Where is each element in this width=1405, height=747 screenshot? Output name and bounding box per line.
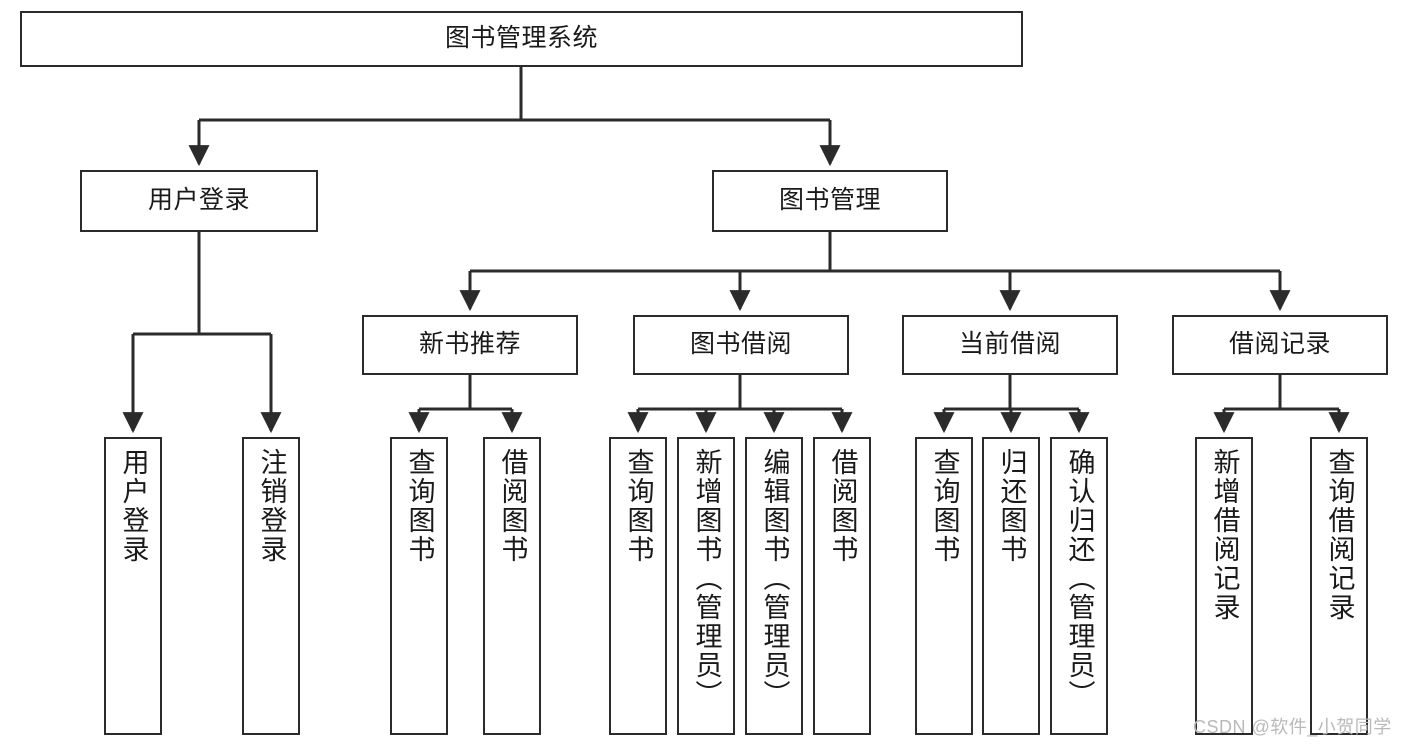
node-label: 查询借阅记录 xyxy=(1324,448,1355,622)
node-label: 当前借阅 xyxy=(958,330,1061,359)
node-book-management[interactable]: 图书管理 xyxy=(712,170,948,232)
node-label: 用户登录 xyxy=(147,186,250,215)
node-label: 注销登录 xyxy=(256,448,287,564)
leaf-current-borrow-confirm-return[interactable]: 确认归还（管理员） xyxy=(1050,437,1108,735)
node-label: 确认归还（管理员） xyxy=(1064,448,1095,709)
node-user-login[interactable]: 用户登录 xyxy=(80,170,318,232)
leaf-new-book-query[interactable]: 查询图书 xyxy=(390,437,448,735)
node-label: 新增图书（管理员） xyxy=(691,448,722,709)
leaf-borrow-record-query[interactable]: 查询借阅记录 xyxy=(1310,437,1368,735)
leaf-user-login-login[interactable]: 用户登录 xyxy=(104,437,162,735)
node-label: 借阅记录 xyxy=(1228,330,1331,359)
node-current-borrow[interactable]: 当前借阅 xyxy=(902,315,1118,375)
leaf-current-borrow-query[interactable]: 查询图书 xyxy=(915,437,973,735)
leaf-new-book-borrow[interactable]: 借阅图书 xyxy=(483,437,541,735)
node-book-borrow[interactable]: 图书借阅 xyxy=(633,315,849,375)
node-label: 查询图书 xyxy=(623,448,654,564)
node-root-book-management-system[interactable]: 图书管理系统 xyxy=(20,11,1023,67)
leaf-book-borrow-borrow[interactable]: 借阅图书 xyxy=(813,437,871,735)
leaf-book-borrow-query[interactable]: 查询图书 xyxy=(609,437,667,735)
node-label: 借阅图书 xyxy=(827,448,858,564)
node-new-book-recommend[interactable]: 新书推荐 xyxy=(362,315,578,375)
node-label: 用户登录 xyxy=(118,448,149,564)
leaf-user-login-logout[interactable]: 注销登录 xyxy=(242,437,300,735)
node-label: 编辑图书（管理员） xyxy=(759,448,790,709)
node-label: 新书推荐 xyxy=(418,330,521,359)
leaf-current-borrow-return[interactable]: 归还图书 xyxy=(982,437,1040,735)
node-label: 查询图书 xyxy=(929,448,960,564)
node-label: 图书借阅 xyxy=(689,330,792,359)
node-label: 归还图书 xyxy=(996,448,1027,564)
node-label: 新增借阅记录 xyxy=(1209,448,1240,622)
leaf-book-borrow-edit[interactable]: 编辑图书（管理员） xyxy=(745,437,803,735)
node-label: 图书管理 xyxy=(778,186,881,215)
leaf-book-borrow-add[interactable]: 新增图书（管理员） xyxy=(677,437,735,735)
node-borrow-record[interactable]: 借阅记录 xyxy=(1172,315,1388,375)
watermark: CSDN @软件_小贺同学 xyxy=(1193,717,1392,737)
node-label: 图书管理系统 xyxy=(444,24,598,53)
node-label: 查询图书 xyxy=(404,448,435,564)
node-label: 借阅图书 xyxy=(497,448,528,564)
leaf-borrow-record-add[interactable]: 新增借阅记录 xyxy=(1195,437,1253,735)
